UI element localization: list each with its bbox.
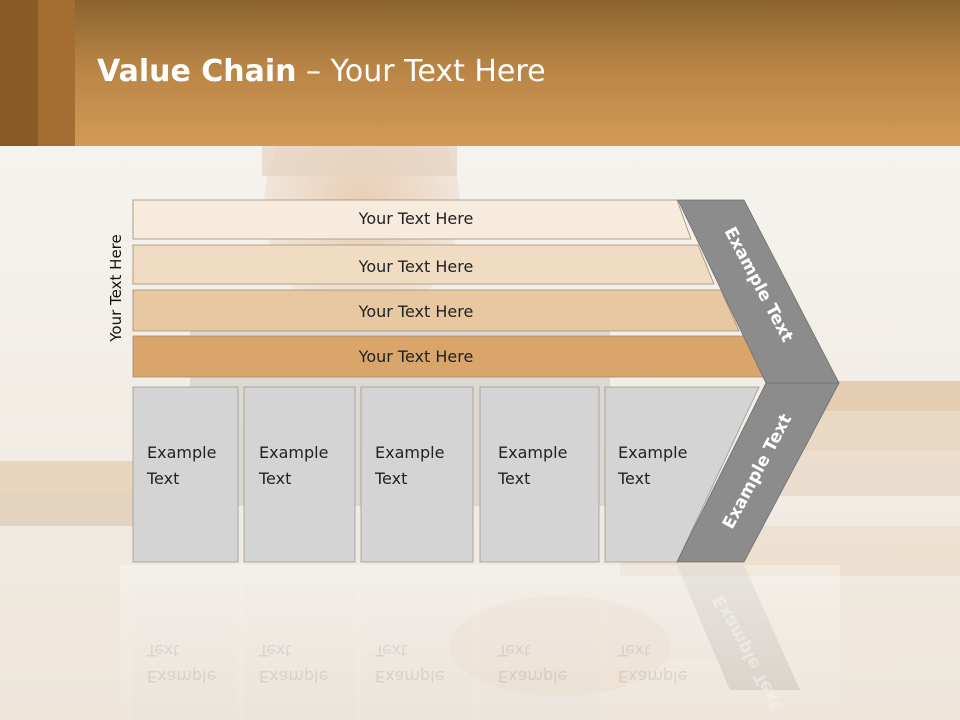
column-label-line2: Text	[497, 469, 530, 488]
column-shape	[243, 386, 356, 563]
bar-row: Your Text Here	[132, 289, 740, 332]
title-rest: – Your Text Here	[296, 54, 546, 89]
column-label-line1: Example	[147, 443, 216, 462]
bar-shape	[132, 199, 692, 240]
bar-row: Your Text Here	[132, 335, 765, 378]
column-shape	[479, 386, 600, 563]
column-box: Example Text	[604, 386, 760, 563]
diagram-reflection: Text Example Text Example Text Example T…	[120, 565, 840, 720]
header-band: Value Chain – Your Text Here	[0, 0, 960, 146]
bar-shape	[132, 289, 740, 332]
chevron-lower-shape	[676, 382, 840, 563]
column-label-line1: Example	[618, 443, 687, 462]
column-box: Example Text	[479, 386, 600, 563]
column-label-line2: Text	[258, 469, 291, 488]
column-label-line1: Example	[259, 443, 328, 462]
column-label-line2: Text	[617, 469, 650, 488]
header-accent-strip	[38, 0, 75, 146]
column-label-line1: Example	[375, 443, 444, 462]
column-box: Example Text	[243, 386, 356, 563]
column-box: Example Text	[360, 386, 474, 563]
bar-label: Your Text Here	[358, 209, 474, 228]
column-label-line2: Text	[146, 469, 179, 488]
bar-label: Your Text Here	[358, 257, 474, 276]
bar-shape	[132, 244, 715, 285]
side-label: Your Text Here	[107, 234, 125, 342]
column-label-line2: Text	[374, 469, 407, 488]
bar-row: Your Text Here	[132, 244, 715, 285]
bar-label: Your Text Here	[358, 302, 474, 321]
bar-label: Your Text Here	[358, 347, 474, 366]
title-bold: Value Chain	[97, 54, 297, 89]
reflection-fade	[120, 565, 840, 720]
column-box: Example Text	[132, 386, 239, 563]
slide-title: Value Chain – Your Text Here	[97, 54, 546, 89]
bar-row: Your Text Here	[132, 199, 692, 240]
header-accent-strip	[0, 0, 38, 146]
column-shape	[360, 386, 474, 563]
column-label-line1: Example	[498, 443, 567, 462]
column-shape	[132, 386, 239, 563]
